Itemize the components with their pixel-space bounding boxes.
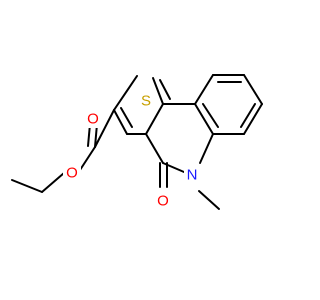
bond-c3a-c4 bbox=[145, 133, 164, 164]
sulfur-label-bg bbox=[137, 92, 155, 110]
bond-benzene-6 bbox=[194, 74, 214, 105]
bond-s-c2 bbox=[113, 75, 138, 111]
bond-benzene-5 bbox=[194, 103, 214, 135]
molecule-canvas: S N O O O bbox=[11, 74, 263, 210]
bond-benzene-inner-3 bbox=[202, 103, 219, 128]
carbonyl-oxygen-atom: O bbox=[87, 111, 99, 128]
bond-c2-c3 bbox=[113, 109, 128, 135]
bond-n5-c5a bbox=[199, 133, 214, 164]
sulfur-atom: S bbox=[141, 93, 151, 110]
bond-c2-c3-double bbox=[120, 107, 133, 128]
carbonyl-oxygen-label-bg bbox=[84, 110, 102, 128]
bond-c2-ester-c bbox=[94, 109, 115, 148]
bond-ester-c-o-ether bbox=[79, 146, 96, 171]
bond-c9-s bbox=[152, 77, 164, 105]
ring-oxygen-atom: O bbox=[157, 193, 169, 210]
bond-o-ethyl bbox=[41, 172, 65, 193]
bond-c9-c3a bbox=[145, 103, 164, 135]
bond-ethyl bbox=[11, 179, 43, 193]
bond-benzene-inner-2 bbox=[240, 103, 256, 128]
ester-oxygen-atom: O bbox=[66, 165, 78, 182]
molecule-structure: S N O O O bbox=[11, 74, 263, 210]
bond-benzene-3 bbox=[243, 103, 263, 135]
ring-oxygen-label-bg bbox=[154, 192, 172, 210]
nitrogen-atom: N bbox=[187, 167, 198, 184]
bond-n-methyl bbox=[198, 190, 220, 210]
bond-benzene-2 bbox=[243, 74, 263, 105]
nitrogen-label-bg bbox=[184, 166, 202, 184]
ester-oxygen-label-bg bbox=[63, 164, 81, 182]
bond-c9-s-double bbox=[159, 79, 171, 100]
